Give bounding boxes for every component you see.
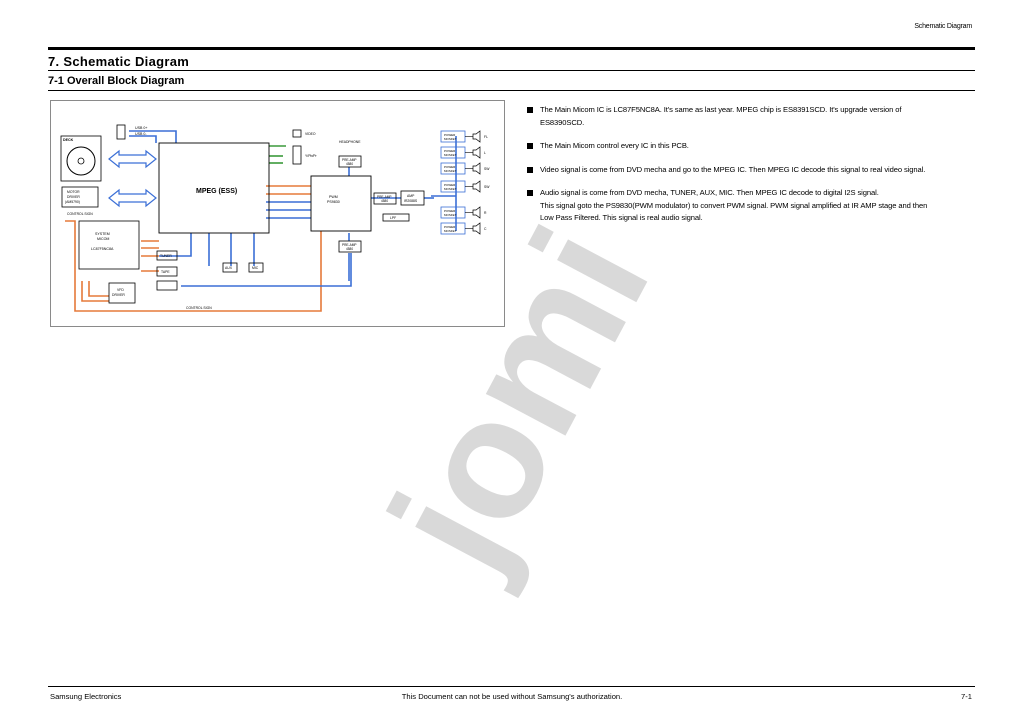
channel-label: SW — [484, 185, 490, 189]
usb-label-1: USB 0+ — [135, 126, 148, 130]
preamp-label-1: PRE-AMP — [342, 158, 357, 162]
power-mosfet-label: MOSFET — [444, 137, 457, 141]
headphone-label: HEADPHONE — [339, 140, 361, 144]
bullet-line: The Main Micom IC is LC87F5NC8A. It's sa… — [540, 105, 902, 114]
channel-label: R — [484, 211, 487, 215]
bullet-line: ES8390SCD. — [540, 117, 585, 127]
bullet-line: Audio signal is come from DVD mecha, TUN… — [540, 188, 879, 197]
running-header: Schematic Diagram — [914, 23, 972, 30]
power-mosfet-label: MOSFET — [444, 169, 457, 173]
channel-label: L — [484, 151, 486, 155]
micom-label-3: LC87F5NC8A — [91, 247, 114, 251]
bullet-item: Video signal is come from DVD mecha and … — [527, 164, 972, 177]
channel-label: FL — [484, 135, 488, 139]
speaker-icon — [472, 146, 481, 159]
preamp2-label-2: 4580 — [381, 199, 388, 203]
micom-label-2: MICOM — [97, 237, 109, 241]
header-rule — [48, 47, 975, 50]
vfd-label-1: VFD — [117, 288, 124, 292]
footer-page-number: 7-1 — [961, 692, 972, 701]
bullet-item: Audio signal is come from DVD mecha, TUN… — [527, 187, 972, 225]
footer-rule — [48, 686, 975, 687]
power-mosfet-label: POWER — [444, 183, 456, 187]
bullet-line: Video signal is come from DVD mecha and … — [540, 164, 926, 174]
motor-label-1: MOTOR — [67, 190, 80, 194]
block-diagram-svg: USB 0+ USB 0- DECK MOTOR DRIVER (AM5790)… — [60, 124, 490, 312]
lpf-label: LPF — [390, 216, 396, 220]
bullet-line: The Main Micom control every IC in this … — [540, 141, 689, 150]
power-mosfet-label: POWER — [444, 209, 456, 213]
preamp3-label-1: PRE-AMP — [342, 243, 357, 247]
bullet-square-icon — [527, 143, 533, 149]
video-label: VIDEO — [305, 132, 316, 136]
power-mosfet-label: MOSFET — [444, 153, 457, 157]
title-rule — [48, 70, 975, 71]
power-mosfet-label: MOSFET — [444, 213, 457, 217]
power-mosfet-label: POWER — [444, 149, 456, 153]
amp-label-2: IR2088S — [404, 199, 418, 203]
speaker-icon — [472, 206, 481, 219]
bullet-line: Low Pass Filtered. This signal is real a… — [540, 213, 703, 222]
power-mosfet-label: MOSFET — [444, 229, 457, 233]
bullet-square-icon — [527, 107, 533, 113]
subtitle-rule — [48, 90, 975, 91]
vfd-label-2: DRIVER — [112, 293, 125, 297]
preamp3-label-2: 4580 — [346, 247, 353, 251]
preamp-label-2: 4580 — [346, 162, 353, 166]
mpeg-label: MPEG (ESS) — [196, 188, 237, 195]
power-mosfet-label: POWER — [444, 225, 456, 229]
bullet-square-icon — [527, 190, 533, 196]
footer-left: Samsung Electronics — [50, 692, 122, 701]
aux-label: AUX — [225, 266, 233, 270]
usb-label-2: USB 0- — [135, 132, 147, 136]
amp-label-1: AMP — [407, 194, 415, 198]
bullet-square-icon — [527, 166, 533, 173]
block-diagram: USB 0+ USB 0- DECK MOTOR DRIVER (AM5790)… — [50, 100, 505, 327]
bullet-line: This signal goto the PS9830(PWM modulato… — [540, 200, 928, 210]
power-mosfet-label: MOSFET — [444, 187, 457, 191]
footer-center: This Document can not be used without Sa… — [401, 692, 623, 701]
tape-label: TAPE — [161, 270, 170, 274]
description-list: The Main Micom IC is LC87F5NC8A. It's sa… — [527, 104, 972, 236]
speaker-icon — [472, 162, 481, 175]
speaker-icon — [472, 130, 481, 143]
bullet-item: The Main Micom IC is LC87F5NC8A. It's sa… — [527, 104, 972, 129]
deck-label: DECK — [63, 138, 74, 142]
ypbpr-label: Y/Pb/Pr — [305, 154, 318, 158]
control-sign-label: CONTROL SIGN — [67, 212, 93, 216]
motor-label-2: DRIVER — [67, 195, 80, 199]
tuner-label: TUNER — [160, 254, 172, 258]
bullet-item: The Main Micom control every IC in this … — [527, 140, 972, 153]
pwm-label-1: PWM — [329, 195, 338, 199]
section-title: 7. Schematic Diagram — [48, 54, 190, 69]
subsection-title: 7-1 Overall Block Diagram — [48, 75, 185, 87]
motor-label-3: (AM5790) — [65, 200, 80, 204]
preamp2-label-1: PRE-AMP — [377, 195, 392, 199]
speaker-icon — [472, 222, 481, 235]
power-mosfet-label: POWER — [444, 165, 456, 169]
power-mosfet-label: POWER — [444, 133, 456, 137]
speaker-icon — [472, 180, 481, 193]
mic-label: MIC — [252, 266, 259, 270]
channel-label: SW — [484, 167, 490, 171]
bottom-control-label: CONTROL SIGN — [186, 306, 212, 310]
pwm-label-2: PS9830 — [327, 200, 340, 204]
channel-label: C — [484, 227, 487, 231]
micom-label-1: SYSTEM — [95, 232, 110, 236]
